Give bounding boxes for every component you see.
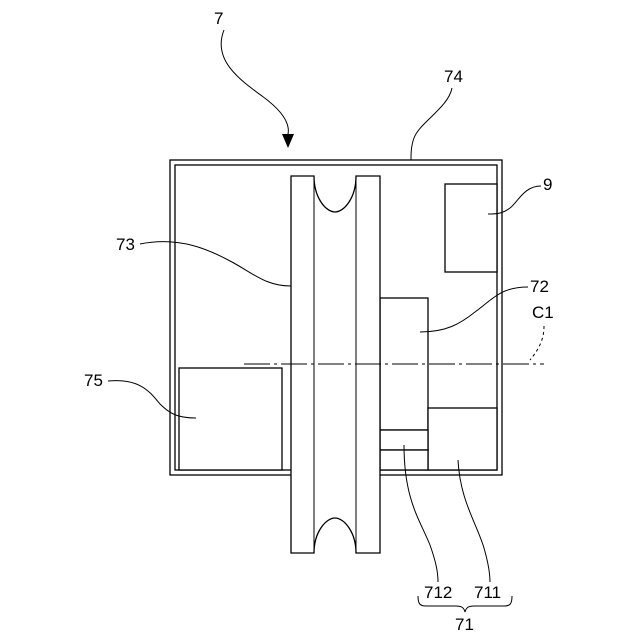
label-712: 712 [424, 583, 452, 602]
part-9-box [445, 184, 497, 272]
leader-c1 [530, 326, 544, 360]
label-72: 72 [530, 277, 549, 296]
label-c1: C1 [532, 303, 554, 322]
leader-711 [458, 460, 490, 582]
label-74: 74 [444, 67, 463, 86]
leader-73 [140, 242, 291, 286]
label-9: 9 [543, 175, 552, 194]
arrowhead-7 [282, 134, 294, 148]
label-71: 71 [455, 615, 474, 634]
leader-7 [221, 30, 288, 134]
part-711-box [428, 408, 497, 470]
part-75-box [179, 368, 282, 470]
label-7: 7 [214, 9, 223, 28]
label-711: 711 [474, 583, 501, 602]
leader-74 [411, 88, 452, 160]
label-73: 73 [116, 235, 135, 254]
label-75: 75 [84, 371, 103, 390]
leader-72 [420, 287, 528, 332]
